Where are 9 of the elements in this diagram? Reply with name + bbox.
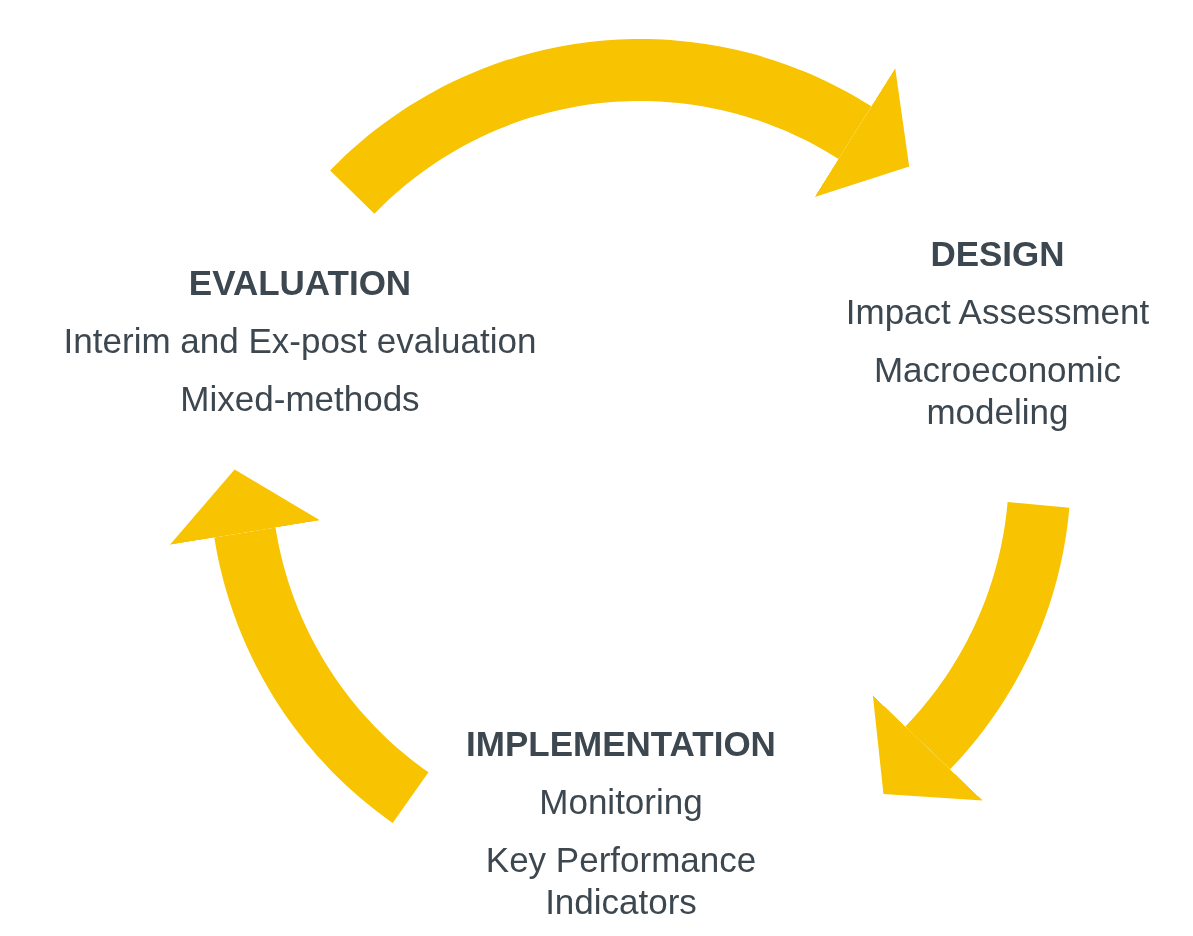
- stage-item: Impact Assessment: [844, 291, 1151, 333]
- stage-item: Interim and Ex-post evaluation: [62, 320, 538, 362]
- stage-item: Macroeconomic modeling: [872, 349, 1122, 433]
- stage-heading: EVALUATION: [187, 262, 413, 304]
- stage-item: Key Performance Indicators: [484, 839, 758, 923]
- stage-item: Mixed-methods: [179, 378, 421, 420]
- stage-item: Monitoring: [538, 781, 704, 823]
- stage-heading: DESIGN: [929, 233, 1066, 275]
- stage-heading: IMPLEMENTATION: [465, 723, 777, 765]
